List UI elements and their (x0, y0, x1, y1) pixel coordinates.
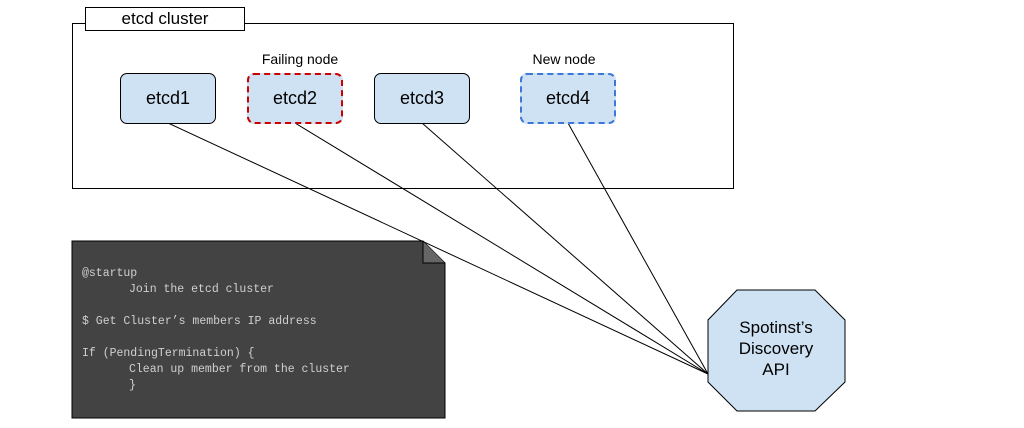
cluster-container (72, 23, 734, 189)
node-etcd2[interactable]: etcd2 (247, 73, 343, 124)
connector-etcd2-api (294, 122, 709, 375)
node-etcd4[interactable]: etcd4 (520, 73, 616, 124)
api-octagon (707, 289, 846, 412)
api-label-line: API (762, 360, 790, 379)
code-line: Clean up member from the cluster (129, 363, 350, 376)
api-label-line: Discovery (738, 339, 814, 358)
node-etcd3[interactable]: etcd3 (374, 73, 470, 124)
code-line: } (129, 379, 136, 392)
connector-etcd4-api (567, 122, 709, 375)
new-node-caption: New node (532, 51, 596, 67)
connector-etcd3-api (421, 122, 709, 375)
code-panel: @startup Join the etcd cluster $ Get Clu… (72, 241, 445, 418)
api-label[interactable]: Spotinst’s Discovery API (708, 317, 844, 380)
node-etcd1[interactable]: etcd1 (120, 73, 216, 124)
code-line: $ Get Cluster’s members IP address (82, 315, 317, 328)
code-line: Join the etcd cluster (129, 283, 274, 296)
code-line: @startup (82, 267, 138, 280)
cluster-title: etcd cluster (85, 7, 245, 31)
code-line: If (PendingTermination) { (82, 347, 255, 360)
failing-node-caption: Failing node (261, 51, 339, 67)
code-panel-background (71, 240, 446, 419)
api-label-line: Spotinst’s (739, 318, 813, 337)
connector-etcd1-api (167, 122, 709, 375)
code-panel-fold (422, 241, 445, 264)
